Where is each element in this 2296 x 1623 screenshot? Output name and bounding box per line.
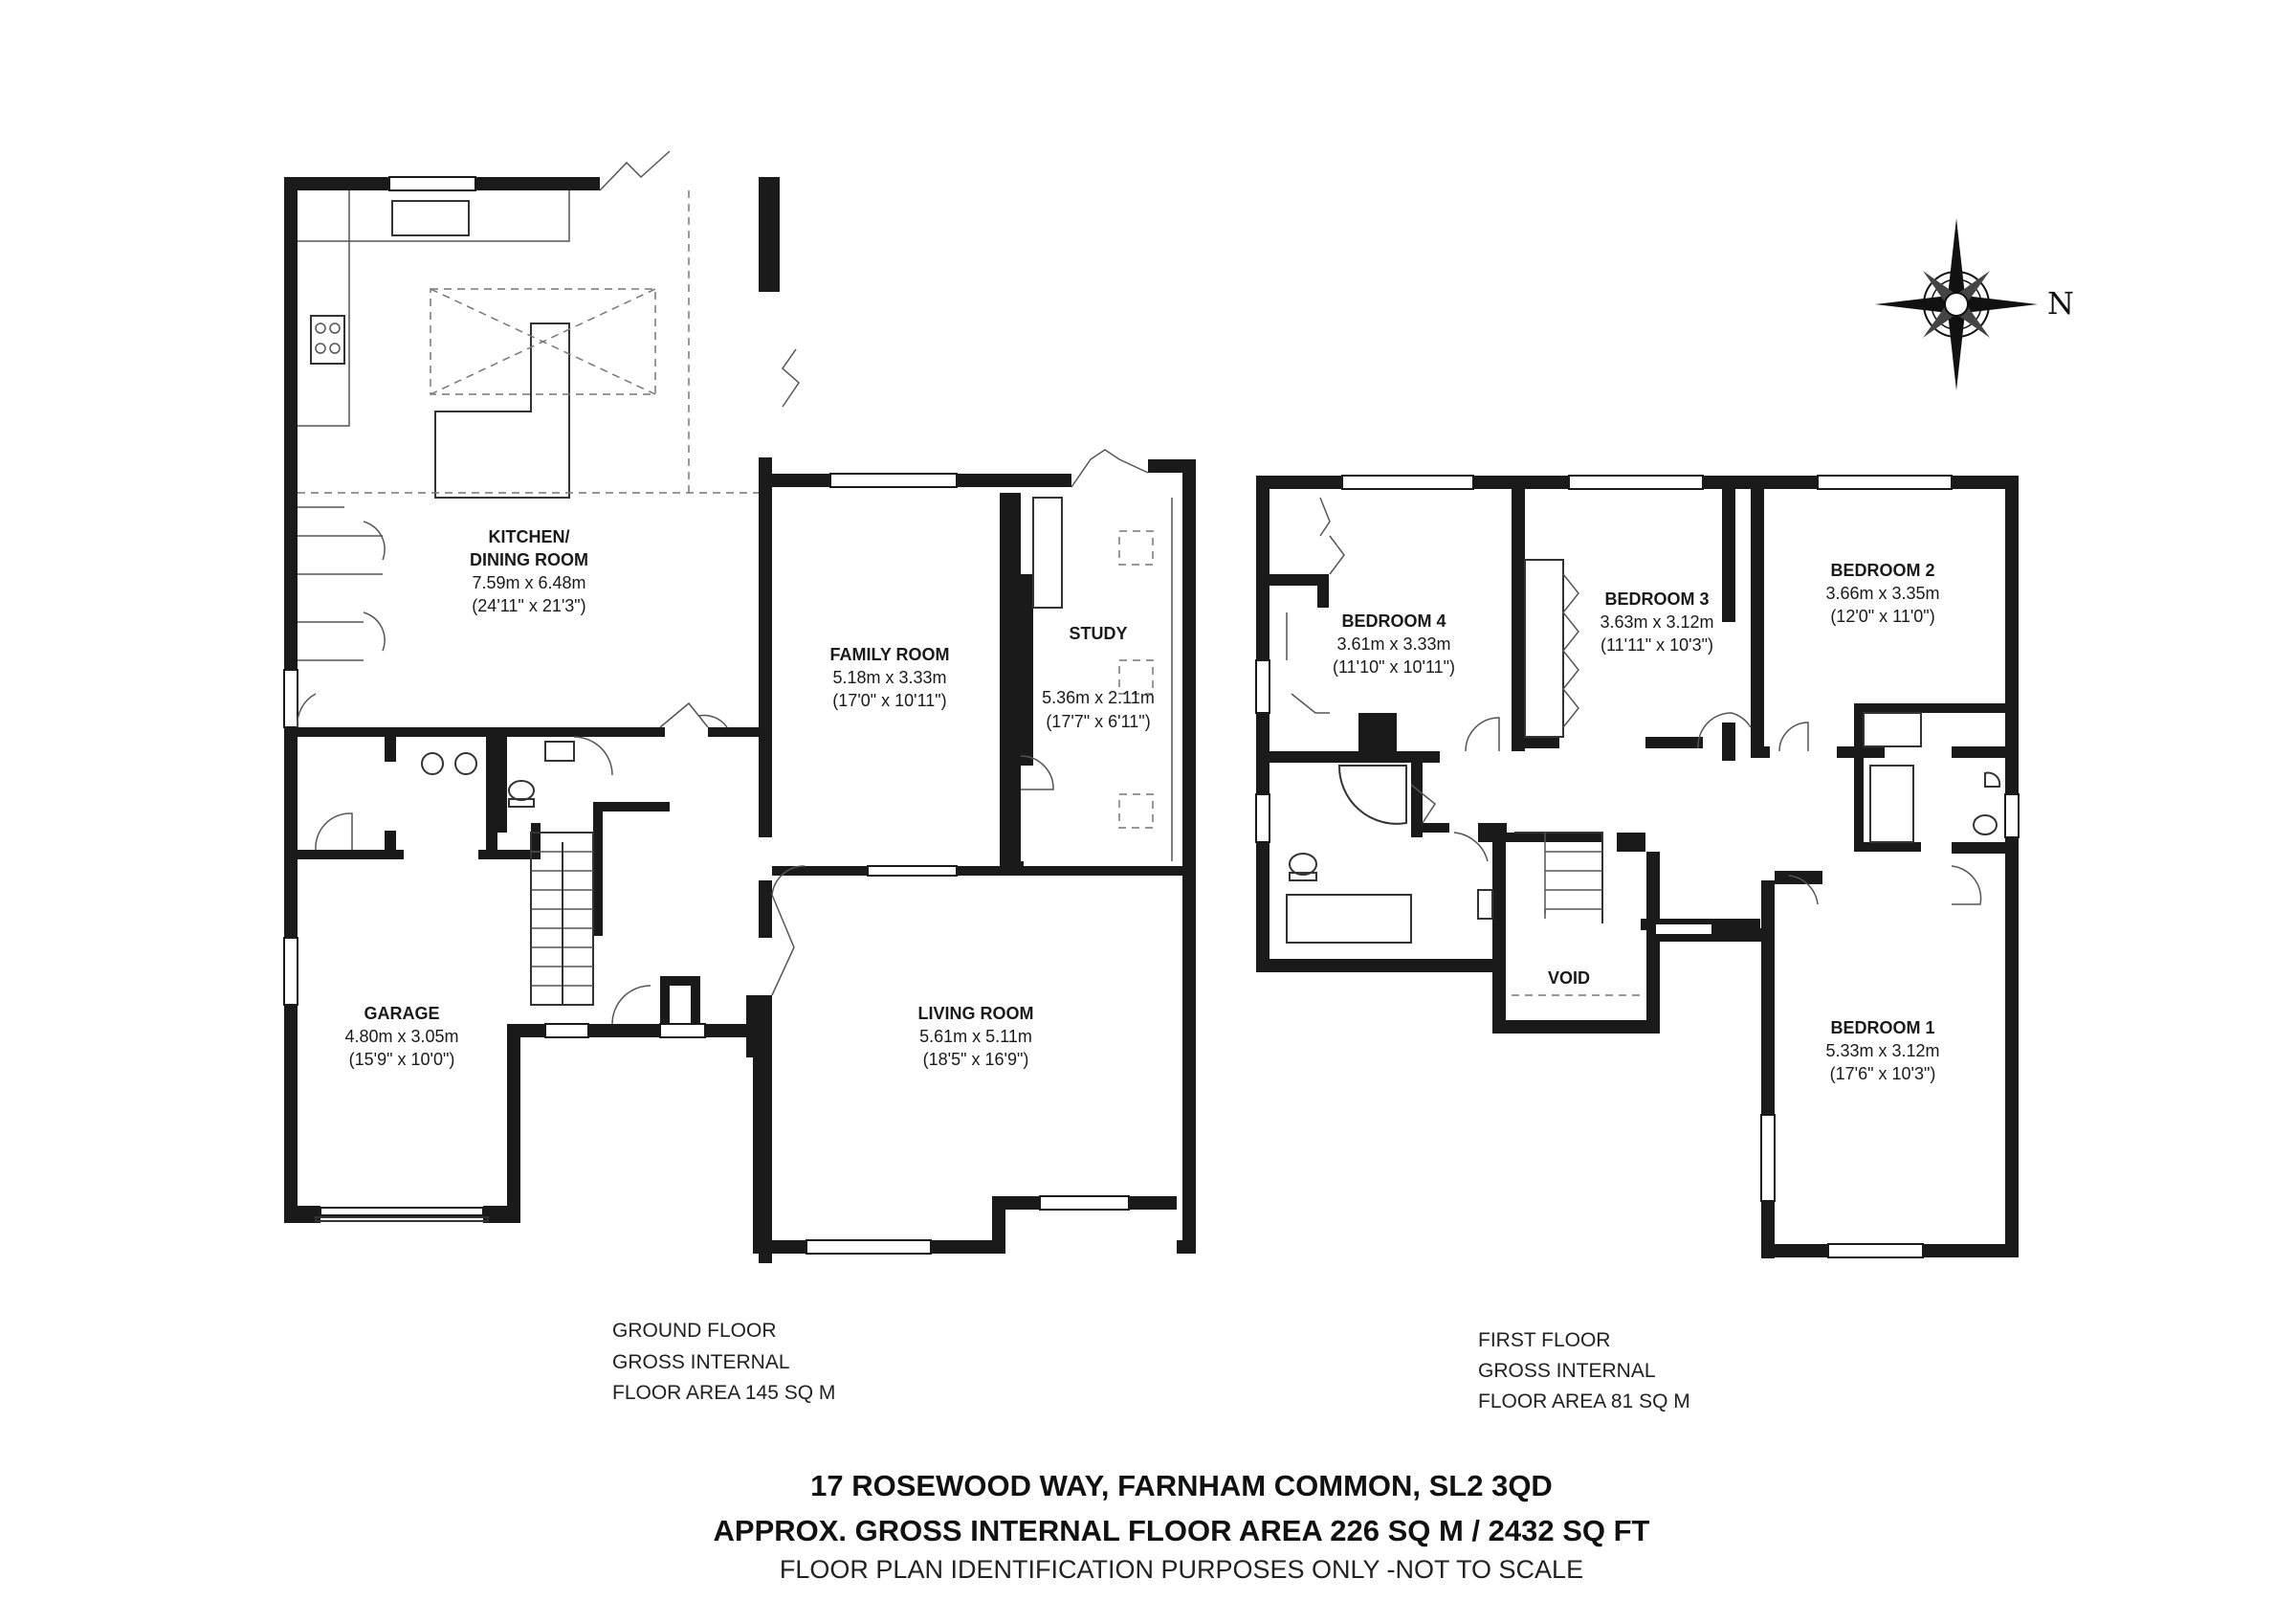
staircase-icon <box>530 832 594 1006</box>
sink-icon <box>391 200 470 236</box>
ground-floor-walls <box>284 177 1196 1263</box>
kitchen-fittings <box>298 190 759 499</box>
study-metric: 5.36m x 2.11m <box>1042 688 1155 707</box>
bedroom1-imperial: (17'6" x 10'3") <box>1830 1064 1936 1083</box>
room-label-bedroom2: BEDROOM 2 3.66m x 3.35m (12'0" x 11'0") <box>1825 561 1939 626</box>
first-floor-doors <box>1286 497 1982 905</box>
bath-icon <box>1286 894 1412 944</box>
study-skylights <box>1118 530 1154 829</box>
basin-icon <box>544 741 575 762</box>
first-floor-fixtures <box>1286 559 2001 996</box>
ensuite-fixtures <box>1869 765 2001 843</box>
ground-floor-windows <box>283 176 1130 1255</box>
garage-door <box>315 1216 489 1222</box>
room-label-bedroom1: BEDROOM 1 5.33m x 3.12m (17'6" x 10'3") <box>1825 1018 1939 1083</box>
room-label-study: STUDY 5.36m x 2.11m (17'7" x 6'11") <box>1042 624 1155 731</box>
skylight-icon <box>430 288 656 395</box>
floor-area-title: APPROX. GROSS INTERNAL FLOOR AREA 226 SQ… <box>714 1514 1650 1547</box>
wardrobe-bed2 <box>1863 712 1922 747</box>
hob-icon <box>310 315 345 365</box>
wc-icon <box>508 780 535 801</box>
kitchen-name-2: DINING ROOM <box>470 550 588 569</box>
ground-floor-line1: GROUND FLOOR <box>612 1320 777 1342</box>
disclaimer-text: FLOOR PLAN IDENTIFICATION PURPOSES ONLY … <box>780 1555 1583 1584</box>
title-block: 17 ROSEWOOD WAY, FARNHAM COMMON, SL2 3QD… <box>714 1469 1650 1584</box>
garage-imperial: (15'9" x 10'0") <box>349 1050 455 1069</box>
first-floor-plan <box>1255 475 2020 1258</box>
study-name: STUDY <box>1069 624 1127 643</box>
wardrobe-icon <box>1524 559 1579 738</box>
void-label: VOID <box>1548 968 1590 988</box>
bedroom3-metric: 3.63m x 3.12m <box>1600 612 1713 632</box>
kitchen-metric: 7.59m x 6.48m <box>472 573 585 592</box>
garage-name: GARAGE <box>364 1004 439 1023</box>
living-name: LIVING ROOM <box>918 1004 1034 1023</box>
family-metric: 5.18m x 3.33m <box>832 668 946 687</box>
bedroom4-metric: 3.61m x 3.33m <box>1336 634 1450 654</box>
bedroom2-imperial: (12'0" x 11'0") <box>1830 607 1934 626</box>
ground-floor-fixtures <box>315 497 1173 1222</box>
bathroom-fixtures <box>1286 765 1493 944</box>
first-floor-info: FIRST FLOOR GROSS INTERNAL FLOOR AREA 81… <box>1478 1329 1690 1412</box>
shower-icon <box>1337 765 1407 825</box>
living-metric: 5.61m x 5.11m <box>919 1027 1032 1046</box>
bedroom3-imperial: (11'11" x 10'3") <box>1601 635 1713 655</box>
first-floor-line1: FIRST FLOOR <box>1478 1329 1610 1351</box>
boiler-icon <box>421 752 444 775</box>
room-label-kitchen: KITCHEN/ DINING ROOM 7.59m x 6.48m (24'1… <box>470 527 588 615</box>
north-label: N <box>2047 285 2074 322</box>
room-label-bedroom4: BEDROOM 4 3.61m x 3.33m (11'10" x 10'11"… <box>1333 611 1455 677</box>
first-floor-line2: GROSS INTERNAL <box>1478 1360 1656 1382</box>
address-title: 17 ROSEWOOD WAY, FARNHAM COMMON, SL2 3QD <box>810 1469 1553 1502</box>
room-label-bedroom3: BEDROOM 3 3.63m x 3.12m (11'11" x 10'3") <box>1600 589 1713 655</box>
family-imperial: (17'0" x 10'11") <box>832 691 946 710</box>
bedroom1-metric: 5.33m x 3.12m <box>1825 1041 1939 1060</box>
first-floor-line3: FLOOR AREA 81 SQ M <box>1478 1390 1690 1412</box>
kitchen-imperial: (24'11" x 21'3") <box>472 596 585 615</box>
bedroom4-imperial: (11'10" x 10'11") <box>1333 657 1455 677</box>
ground-floor-doors <box>297 150 1149 1025</box>
ensuite-basin-icon <box>1984 771 2001 788</box>
ensuite-shower-icon <box>1869 765 1914 843</box>
family-name: FAMILY ROOM <box>829 645 949 664</box>
living-imperial: (18'5" x 16'9") <box>923 1050 1029 1069</box>
room-label-family: FAMILY ROOM 5.18m x 3.33m (17'0" x 10'11… <box>829 645 949 710</box>
bedroom3-name: BEDROOM 3 <box>1604 589 1709 609</box>
first-floor-windows <box>1255 475 2020 1258</box>
compass-rose-icon <box>1875 218 2038 390</box>
wc-icon-bath <box>1289 853 1317 876</box>
kitchen-island <box>434 322 570 499</box>
ground-floor-plan <box>283 150 1196 1263</box>
bedroom2-name: BEDROOM 2 <box>1830 561 1934 580</box>
bedroom4-name: BEDROOM 4 <box>1341 611 1446 631</box>
room-label-garage: GARAGE 4.80m x 3.05m (15'9" x 10'0") <box>344 1004 458 1069</box>
ground-floor-line3: FLOOR AREA 145 SQ M <box>612 1382 835 1404</box>
bedroom1-name: BEDROOM 1 <box>1830 1018 1934 1037</box>
basin-icon-bath <box>1477 889 1493 920</box>
garage-metric: 4.80m x 3.05m <box>344 1027 458 1046</box>
bedroom2-metric: 3.66m x 3.35m <box>1825 584 1939 603</box>
study-imperial: (17'7" x 6'11") <box>1046 712 1150 731</box>
kitchen-name-1: KITCHEN/ <box>489 527 570 546</box>
room-label-living: LIVING ROOM 5.61m x 5.11m (18'5" x 16'9"… <box>918 1004 1034 1069</box>
ground-floor-info: GROUND FLOOR GROSS INTERNAL FLOOR AREA 1… <box>612 1320 835 1404</box>
staircase-first-icon <box>1514 832 1603 923</box>
ground-floor-line2: GROSS INTERNAL <box>612 1351 790 1373</box>
ensuite-wc-icon <box>1973 814 1998 835</box>
